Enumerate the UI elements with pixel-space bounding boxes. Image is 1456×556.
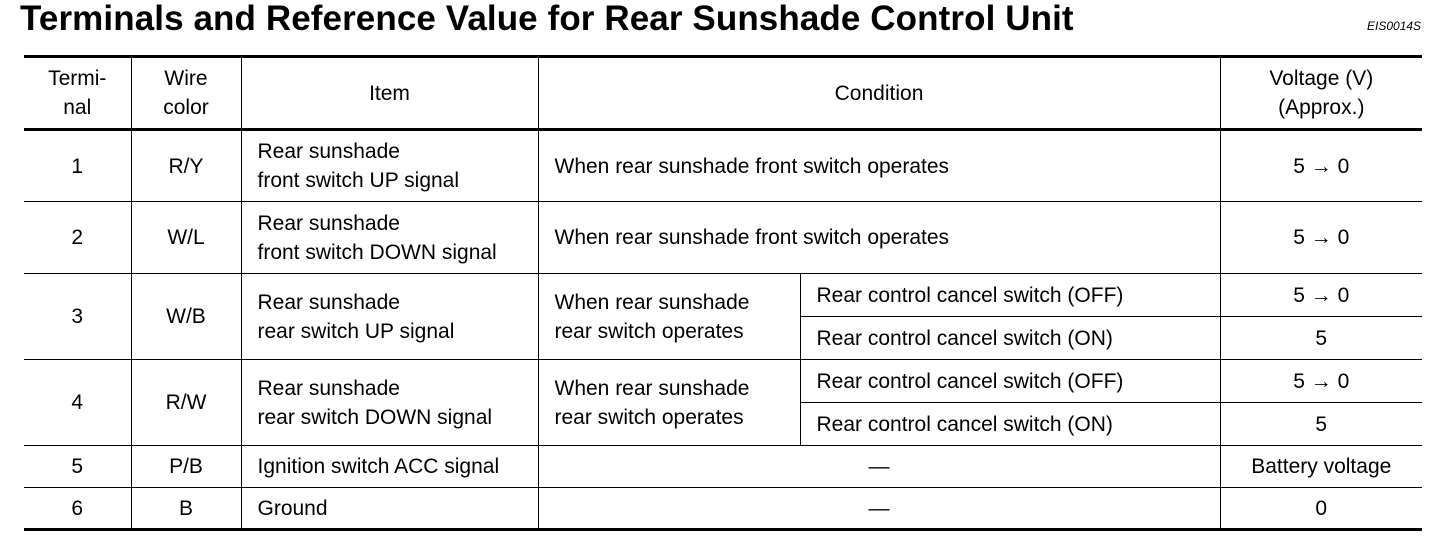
table-row: 1 R/Y Rear sunshade front switch UP sign… [24,129,1423,202]
table-row: 4 R/W Rear sunshade rear switch DOWN sig… [24,359,1423,446]
terminal-cell: 2 [24,201,132,274]
item-cell: Ignition switch ACC signal [240,445,539,488]
sub-condition-cell: Rear control cancel switch (OFF) [799,359,1221,403]
table-row: Rear control cancel switch (ON) 5 [24,402,1423,446]
wire-color-cell: P/B [130,445,242,488]
voltage-cell: 5 → 0 [1219,273,1423,317]
table-row: 5 P/B Ignition switch ACC signal — Batte… [24,445,1423,488]
header-wire-color: Wire color [130,55,242,131]
table-row: 3 W/B Rear sunshade rear switch UP signa… [24,273,1423,360]
condition-cell: When rear sunshade front switch operates [537,201,1221,274]
condition-cell: — [537,445,1221,488]
terminal-cell: 6 [24,487,132,531]
table-row: 2 W/L Rear sunshade front switch DOWN si… [24,201,1423,274]
condition-cell: When rear sunshade front switch operates [537,129,1221,202]
item-cell: Rear sunshade front switch DOWN signal [240,201,539,274]
wire-color-cell: B [130,487,242,531]
header-condition: Condition [537,55,1221,131]
wire-color-cell: R/W [130,359,242,446]
sub-condition-cell: Rear control cancel switch (ON) [800,402,1221,446]
header-item: Item [240,55,539,131]
sub-condition-cell: Rear control cancel switch (ON) [800,316,1221,360]
item-cell: Rear sunshade front switch UP signal [240,129,539,202]
sub-condition-cell: Rear control cancel switch (OFF) [799,273,1221,317]
condition-cell: — [537,487,1221,531]
header-terminal: Termi- nal [24,55,132,131]
voltage-cell: 5 → 0 [1219,129,1423,202]
reference-code: EIS0014S [1367,19,1422,33]
voltage-cell: 5 [1219,316,1423,360]
condition-cell: When rear sunshade rear switch operates [537,359,801,446]
terminal-cell: 1 [24,129,132,202]
voltage-cell: 5 [1219,402,1423,446]
voltage-cell: 5 → 0 [1219,201,1423,274]
terminal-cell: 4 [24,359,132,446]
voltage-cell: 5 → 0 [1219,359,1423,403]
wire-color-cell: W/L [130,201,242,274]
condition-cell: When rear sunshade rear switch operates [537,273,801,360]
terminal-reference-table: Termi- nal Wire color Item Condition Vol… [24,55,1423,531]
item-cell: Rear sunshade rear switch DOWN signal [240,359,539,446]
voltage-cell: Battery voltage [1219,445,1423,488]
table-row: 6 B Ground — 0 [24,487,1423,531]
wire-color-cell: R/Y [130,129,242,202]
item-cell: Ground [240,487,539,531]
wire-color-cell: W/B [130,273,242,360]
terminal-cell: 5 [24,445,132,488]
item-cell: Rear sunshade rear switch UP signal [240,273,539,360]
table-header-row: Termi- nal Wire color Item Condition Vol… [24,55,1423,131]
terminal-cell: 3 [24,273,132,360]
header-voltage: Voltage (V) (Approx.) [1219,55,1423,131]
voltage-cell: 0 [1219,487,1423,531]
page-title: Terminals and Reference Value for Rear S… [20,0,1074,38]
table-row: Rear control cancel switch (ON) 5 [24,316,1423,360]
